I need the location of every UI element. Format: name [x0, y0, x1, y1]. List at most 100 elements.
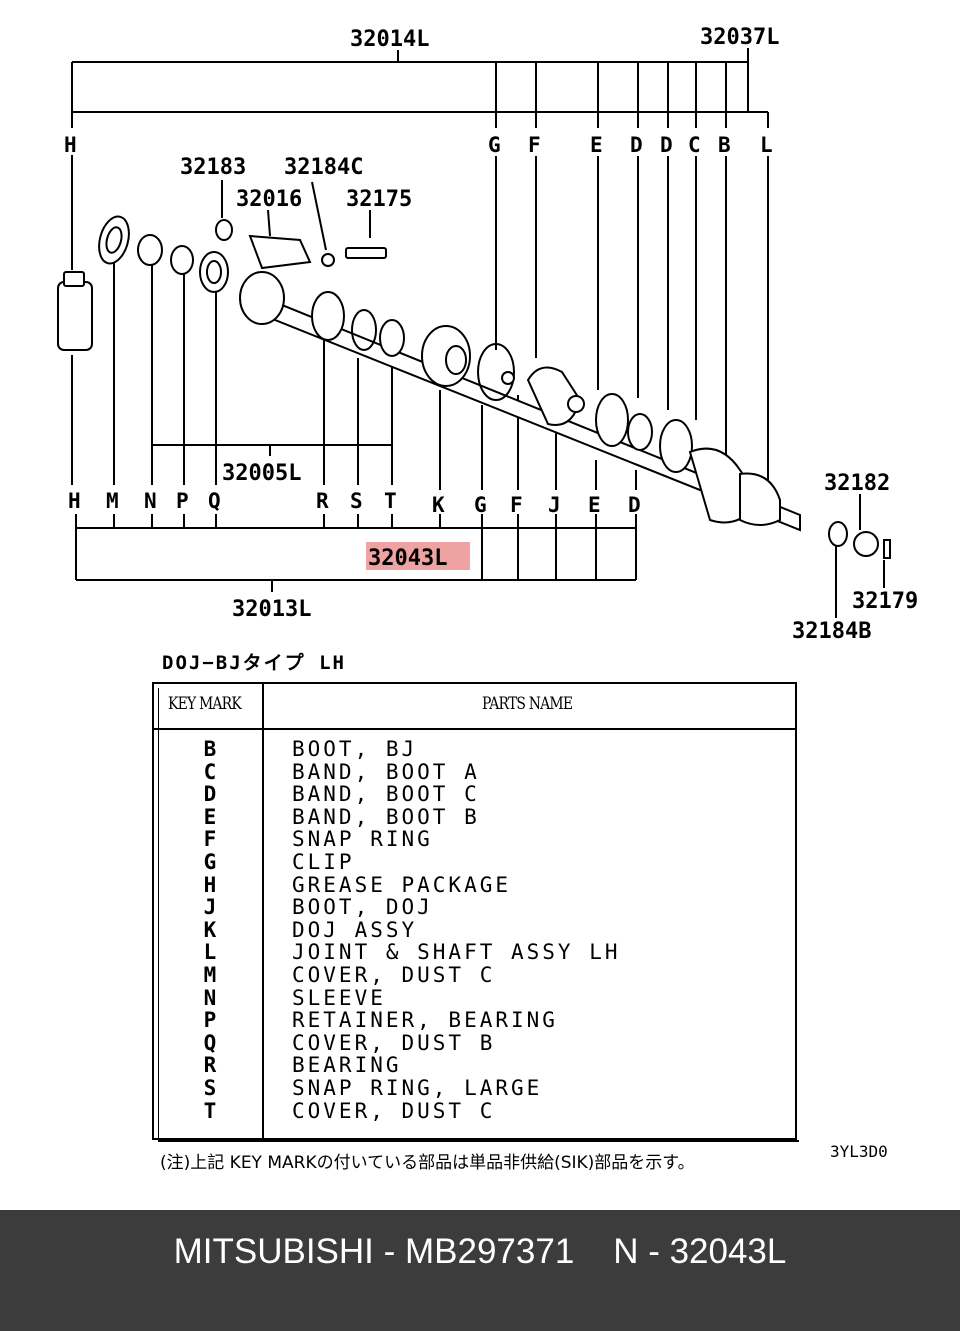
key-mark: G: [203, 849, 217, 874]
key-letter: P: [176, 489, 189, 513]
key-letter: Q: [208, 489, 221, 513]
table-row: S SNAP RING, LARGE: [154, 1077, 795, 1100]
key-letter: E: [588, 493, 601, 517]
table-row: K DOJ ASSY: [154, 919, 795, 942]
key-mark: S: [203, 1075, 217, 1100]
parts-table: KEY MARK PARTS NAME B BOOT, BJ C BAND, BOO…: [152, 682, 799, 1142]
part-name: BOOT, DOJ: [292, 895, 433, 920]
key-letter: F: [528, 133, 541, 157]
part-name: CLIP: [292, 849, 355, 874]
key-letter: E: [590, 133, 603, 157]
diagram-code: 3YL3D0: [830, 1142, 888, 1161]
table-row: T COVER, DUST C: [154, 1100, 795, 1123]
callout-32184C: 32184C: [284, 155, 363, 180]
key-letter: L: [760, 133, 773, 157]
top-key-letters: H G F E D D C B L: [64, 133, 773, 157]
key-mark: Q: [203, 1030, 217, 1055]
table-row: J BOOT, DOJ: [154, 896, 795, 919]
exploded-parts-diagram: 32014L 32037L 32183 32184C 32016 32175 3…: [57, 25, 918, 640]
key-letter: H: [64, 133, 77, 157]
key-mark: D: [203, 782, 217, 807]
callout-32005L: 32005L: [222, 461, 301, 486]
key-letter: D: [628, 493, 641, 517]
highlight-box: [366, 542, 470, 570]
callout-labels: 32014L 32037L 32183 32184C 32016 32175 3…: [180, 25, 918, 640]
callout-32014L: 32014L: [350, 27, 429, 52]
part-name: BAND, BOOT C: [292, 782, 480, 807]
callout-32043L: 32043L: [368, 546, 447, 571]
table-title: DOJ−BJタイプ LH: [162, 652, 346, 674]
footer-bar: MITSUBISHI - MB297371 N - 32043L: [0, 1210, 960, 1331]
table-row: Q COVER, DUST B: [154, 1032, 795, 1055]
footnote: (注)上記 KEY MARKの付いている部品は単品非供給(SIK)部品を示す。: [160, 1153, 695, 1173]
key-letter: N: [144, 489, 157, 513]
key-letter: D: [630, 133, 643, 157]
key-letter: J: [548, 493, 561, 517]
key-letter: H: [68, 489, 81, 513]
table-row: M COVER, DUST C: [154, 964, 795, 987]
key-mark: E: [203, 804, 217, 829]
table-row: D BAND, BOOT C: [154, 783, 795, 806]
part-name: BAND, BOOT B: [292, 804, 480, 829]
key-letter: T: [384, 489, 397, 513]
key-letter: M: [106, 489, 119, 513]
part-name: COVER, DUST C: [292, 1098, 496, 1123]
table-row: H GREASE PACKAGE: [154, 874, 795, 897]
key-mark: B: [203, 737, 217, 761]
part-name: BOOT, BJ: [292, 737, 418, 761]
table-row: B BOOT, BJ: [154, 738, 795, 761]
key-letter: B: [718, 133, 731, 157]
part-name: SNAP RING, LARGE: [292, 1075, 543, 1100]
callout-32184B: 32184B: [792, 619, 871, 640]
key-letter: D: [660, 133, 673, 157]
table-row: L JOINT & SHAFT ASSY LH: [154, 941, 795, 964]
key-mark: C: [203, 759, 217, 784]
key-letter: G: [474, 493, 487, 517]
part-number-caption: MITSUBISHI - MB297371 N - 32043L: [173, 1232, 787, 1271]
table-row: F SNAP RING: [154, 828, 795, 851]
key-mark: M: [203, 962, 217, 987]
table-row: P RETAINER, BEARING: [154, 1009, 795, 1032]
part-name: SLEEVE: [292, 985, 386, 1010]
key-letter: G: [488, 133, 501, 157]
bottom-key-letters: H M N P Q R S T K G F J E D: [68, 489, 641, 517]
callout-32037L: 32037L: [700, 25, 779, 50]
part-name: SNAP RING: [292, 827, 433, 852]
key-mark: T: [203, 1098, 217, 1123]
table-row: C BAND, BOOT A: [154, 761, 795, 784]
part-name: BAND, BOOT A: [292, 759, 480, 784]
part-name: DOJ ASSY: [292, 917, 418, 942]
key-mark: P: [203, 1008, 217, 1033]
part-name: COVER, DUST C: [292, 962, 496, 987]
callout-32013L: 32013L: [232, 597, 311, 622]
part-name: GREASE PACKAGE: [292, 872, 512, 897]
part-name: RETAINER, BEARING: [292, 1008, 558, 1033]
header-divider: [154, 728, 795, 730]
table-row: G CLIP: [154, 851, 795, 874]
part-name: COVER, DUST B: [292, 1030, 496, 1055]
leader-lines: [71, 48, 885, 618]
key-letter: F: [510, 493, 523, 517]
parts-artwork: [57, 215, 891, 559]
header-parts-name: PARTS NAME: [482, 694, 573, 714]
key-mark: H: [203, 872, 217, 897]
key-letter: R: [316, 489, 329, 513]
table-row: E BAND, BOOT B: [154, 806, 795, 829]
part-name: JOINT & SHAFT ASSY LH: [292, 940, 621, 965]
key-mark: N: [203, 985, 217, 1010]
table-rows: B BOOT, BJ C BAND, BOOT A D BAND, BOOT C E B…: [154, 738, 795, 1122]
callout-32175: 32175: [346, 187, 412, 212]
column-divider: [262, 684, 264, 1138]
key-letter: C: [688, 133, 701, 157]
key-mark: K: [203, 917, 217, 942]
key-mark: L: [203, 940, 217, 965]
header-key-mark: KEY MARK: [168, 694, 242, 714]
key-mark: J: [203, 895, 217, 920]
key-letter: K: [432, 493, 445, 517]
callout-32183: 32183: [180, 155, 246, 180]
callout-32016: 32016: [236, 187, 302, 212]
table-row: N SLEEVE: [154, 987, 795, 1010]
part-name: BEARING: [292, 1053, 402, 1078]
key-mark: F: [203, 827, 217, 852]
